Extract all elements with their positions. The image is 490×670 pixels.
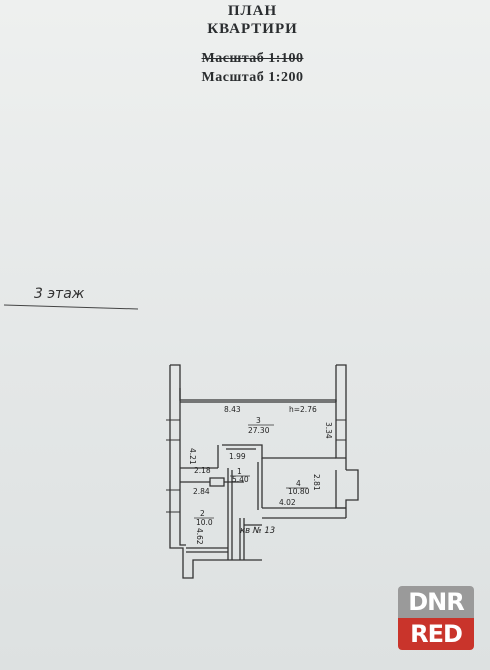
wall-topright-notch xyxy=(336,364,347,470)
room4-bottom: 4.02 xyxy=(279,498,296,507)
room2-number: 2 xyxy=(200,509,205,518)
room3-height: h=2.76 xyxy=(289,405,317,414)
room2-width: 2.84 xyxy=(193,487,210,496)
floor-label: 3 этаж xyxy=(34,286,85,302)
room4-area: 10.80 xyxy=(288,487,310,496)
room4-number: 4 xyxy=(296,479,301,488)
wall-topleft-notch xyxy=(170,364,181,388)
watermark-line1: DNR xyxy=(398,586,474,618)
wall-interior-2 xyxy=(222,444,336,459)
room3-side-left: 4.21 xyxy=(188,448,197,465)
wall-room3-top xyxy=(179,388,337,402)
document-title: ПЛАН xyxy=(227,3,278,19)
wall-left-outer xyxy=(169,365,262,579)
scale-struck: Масштаб 1:100 xyxy=(201,51,304,66)
room4-side: 2.81 xyxy=(312,474,321,491)
room3-area: 27.30 xyxy=(248,426,270,435)
stair-block xyxy=(209,477,225,487)
room1-number: 1 xyxy=(237,467,242,476)
scale-current: Масштаб 1:200 xyxy=(201,70,304,85)
room2-area: 10.0 xyxy=(196,518,213,527)
room1-left: 2.18 xyxy=(194,466,211,475)
room3-width: 8.43 xyxy=(224,405,241,414)
room3-number: 3 xyxy=(256,416,261,425)
apartment-mark: кв № 13 xyxy=(240,526,275,536)
room1-area: 5.40 xyxy=(232,475,249,484)
wall-balcony xyxy=(345,469,359,518)
watermark-logo: DNR RED xyxy=(398,586,474,650)
room2-side: 4.62 xyxy=(195,528,204,545)
room3-side-right: 3.34 xyxy=(324,422,333,439)
floor-label-underline xyxy=(3,304,139,310)
room1-top: 1.99 xyxy=(229,452,246,461)
document-subtitle: КВАРТИРИ xyxy=(207,21,298,37)
wall-right-upper xyxy=(335,402,346,459)
watermark-line2: RED xyxy=(398,618,474,650)
wall-right-lower xyxy=(335,470,346,509)
wall-left-inner xyxy=(179,388,186,546)
